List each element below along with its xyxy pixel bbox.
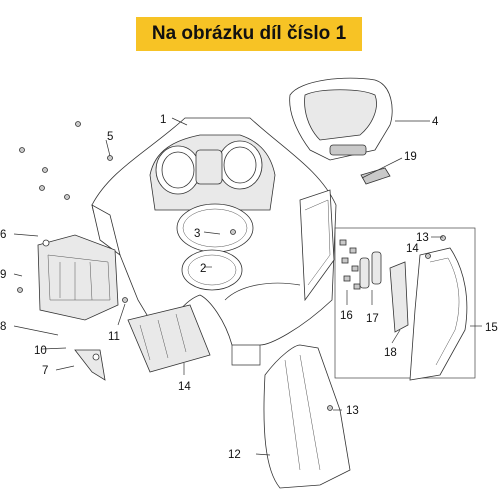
callout-15: 15 bbox=[485, 322, 498, 334]
callout-16: 16 bbox=[340, 310, 353, 322]
title-banner: Na obrázku díl číslo 1 bbox=[136, 17, 362, 51]
part-15-side-cover bbox=[409, 247, 468, 381]
callout-9: 9 bbox=[0, 269, 6, 281]
part-17-strips bbox=[359, 251, 382, 289]
callout-19: 19 bbox=[404, 151, 417, 163]
part-4-cowl bbox=[289, 77, 393, 161]
part-group-box bbox=[334, 227, 476, 381]
callout-7: 7 bbox=[42, 365, 48, 377]
callout-14-left: 14 bbox=[178, 381, 191, 393]
callout-13-top: 13 bbox=[416, 232, 429, 244]
callout-12: 12 bbox=[228, 449, 241, 461]
part-18-clip-bar bbox=[389, 261, 409, 333]
callout-18: 18 bbox=[384, 347, 397, 359]
callout-17: 17 bbox=[366, 313, 379, 325]
callout-4: 4 bbox=[432, 116, 439, 128]
callout-2: 2 bbox=[200, 263, 206, 275]
callout-11: 11 bbox=[108, 331, 120, 343]
callout-6: 6 bbox=[0, 229, 6, 241]
callout-13-bottom: 13 bbox=[346, 405, 359, 417]
part-16-clips bbox=[339, 239, 361, 290]
leader-lines bbox=[13, 117, 482, 456]
part-12-lower-trim bbox=[263, 344, 351, 489]
callout-3: 3 bbox=[194, 228, 200, 240]
callout-5: 5 bbox=[107, 131, 113, 143]
part-6-glovebox bbox=[37, 234, 119, 321]
title-text: Na obrázku díl číslo 1 bbox=[151, 23, 347, 44]
callout-14-right: 14 bbox=[406, 243, 419, 255]
part-14-lower-bracket bbox=[127, 304, 211, 373]
callout-8: 8 bbox=[0, 321, 6, 333]
callout-labels: 1 2 3 4 5 6 7 8 9 10 11 12 13 13 14 14 1… bbox=[0, 114, 498, 461]
part-1-leg-shield-panel bbox=[91, 117, 337, 366]
callout-10: 10 bbox=[34, 345, 47, 357]
screws bbox=[17, 121, 446, 411]
callout-1: 1 bbox=[160, 114, 166, 126]
part-7-bracket bbox=[74, 349, 106, 381]
